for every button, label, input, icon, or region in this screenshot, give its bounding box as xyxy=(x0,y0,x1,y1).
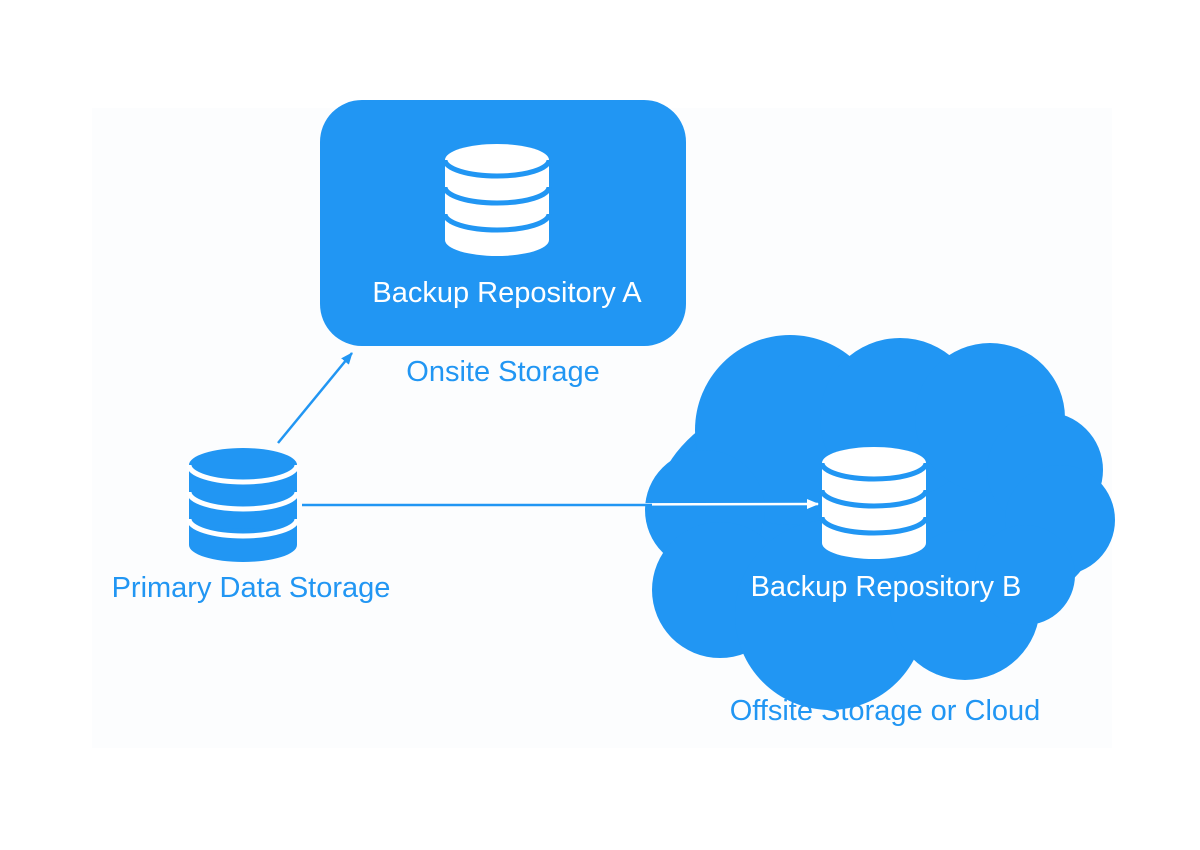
cloud-shape xyxy=(645,335,1115,710)
offsite-storage-caption: Offsite Storage or Cloud xyxy=(730,695,1041,727)
database-icon xyxy=(186,448,300,562)
onsite-storage-caption: Onsite Storage xyxy=(406,356,599,388)
primary-storage-label: Primary Data Storage xyxy=(112,572,391,604)
repository-a-label: Backup Repository A xyxy=(372,277,642,309)
database-icon xyxy=(819,447,929,559)
repository-b-label: Backup Repository B xyxy=(751,571,1022,603)
arrow-to-repository-a xyxy=(277,352,353,444)
database-icon xyxy=(442,144,552,256)
